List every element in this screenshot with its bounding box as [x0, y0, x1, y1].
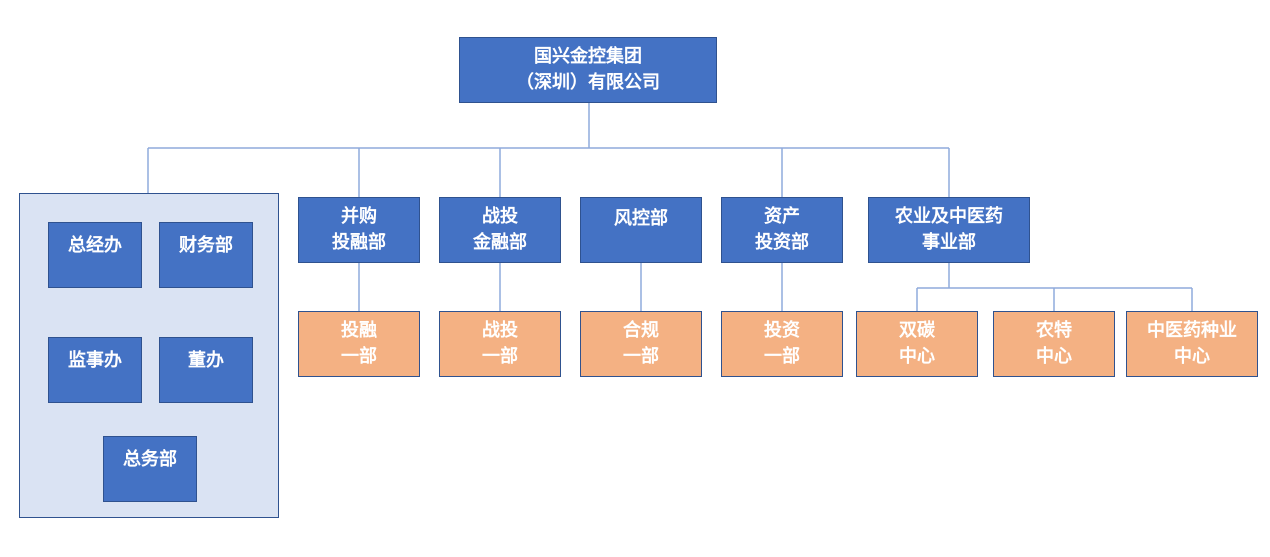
dept-label-line1: 农业及中医药	[895, 206, 1003, 227]
sub-unit-invest-1: 投资 一部	[721, 311, 843, 377]
office-general-manager: 总经办	[48, 222, 142, 288]
dept-asset-investment: 资产 投资部	[721, 197, 843, 263]
office-label: 董办	[188, 350, 224, 371]
sub-unit-line1: 农特	[1036, 320, 1072, 341]
dept-ma-investment: 并购 投融部	[298, 197, 420, 263]
sub-unit-compliance-1: 合规 一部	[580, 311, 702, 377]
sub-unit-strategic-1: 战投 一部	[439, 311, 561, 377]
sub-unit-line2: 中心	[1036, 346, 1072, 367]
dept-label-line1: 资产	[764, 206, 800, 227]
sub-unit-dual-carbon-center: 双碳 中心	[856, 311, 978, 377]
office-general-affairs: 总务部	[103, 436, 197, 502]
dept-label-line1: 并购	[341, 206, 377, 227]
dept-label-line2: 金融部	[473, 232, 527, 253]
sub-unit-line1: 双碳	[899, 320, 935, 341]
sub-unit-tcm-seed-center: 中医药种业 中心	[1126, 311, 1258, 377]
root-name-line2: （深圳）有限公司	[516, 72, 660, 93]
dept-strategic-finance: 战投 金融部	[439, 197, 561, 263]
sub-unit-line1: 投资	[764, 320, 800, 341]
sub-unit-line1: 合规	[623, 320, 659, 341]
sub-unit-line2: 中心	[899, 346, 935, 367]
sub-unit-line1: 投融	[341, 320, 377, 341]
sub-unit-investment-1: 投融 一部	[298, 311, 420, 377]
dept-agriculture-tcm: 农业及中医药 事业部	[868, 197, 1030, 263]
office-label: 总务部	[123, 449, 177, 470]
sub-unit-line2: 一部	[623, 346, 659, 367]
dept-label-line2: 投资部	[755, 232, 809, 253]
office-label: 总经办	[68, 235, 122, 256]
sub-unit-line2: 一部	[341, 346, 377, 367]
office-supervisor: 监事办	[48, 337, 142, 403]
sub-unit-agri-specialty-center: 农特 中心	[993, 311, 1115, 377]
sub-unit-line1: 战投	[482, 320, 518, 341]
office-label: 监事办	[68, 350, 122, 371]
dept-label-line1: 风控部	[614, 208, 668, 229]
sub-unit-line2: 一部	[764, 346, 800, 367]
office-board: 董办	[159, 337, 253, 403]
sub-unit-line2: 一部	[482, 346, 518, 367]
dept-risk-control: 风控部	[580, 197, 702, 263]
sub-unit-line2: 中心	[1174, 346, 1210, 367]
root-name-line1: 国兴金控集团	[534, 46, 642, 67]
office-finance: 财务部	[159, 222, 253, 288]
root-company-node: 国兴金控集团 （深圳）有限公司	[459, 37, 717, 103]
dept-label-line2: 投融部	[332, 232, 386, 253]
office-label: 财务部	[179, 235, 233, 256]
dept-label-line1: 战投	[482, 206, 518, 227]
sub-unit-line1: 中医药种业	[1147, 320, 1237, 341]
dept-label-line2: 事业部	[922, 232, 976, 253]
